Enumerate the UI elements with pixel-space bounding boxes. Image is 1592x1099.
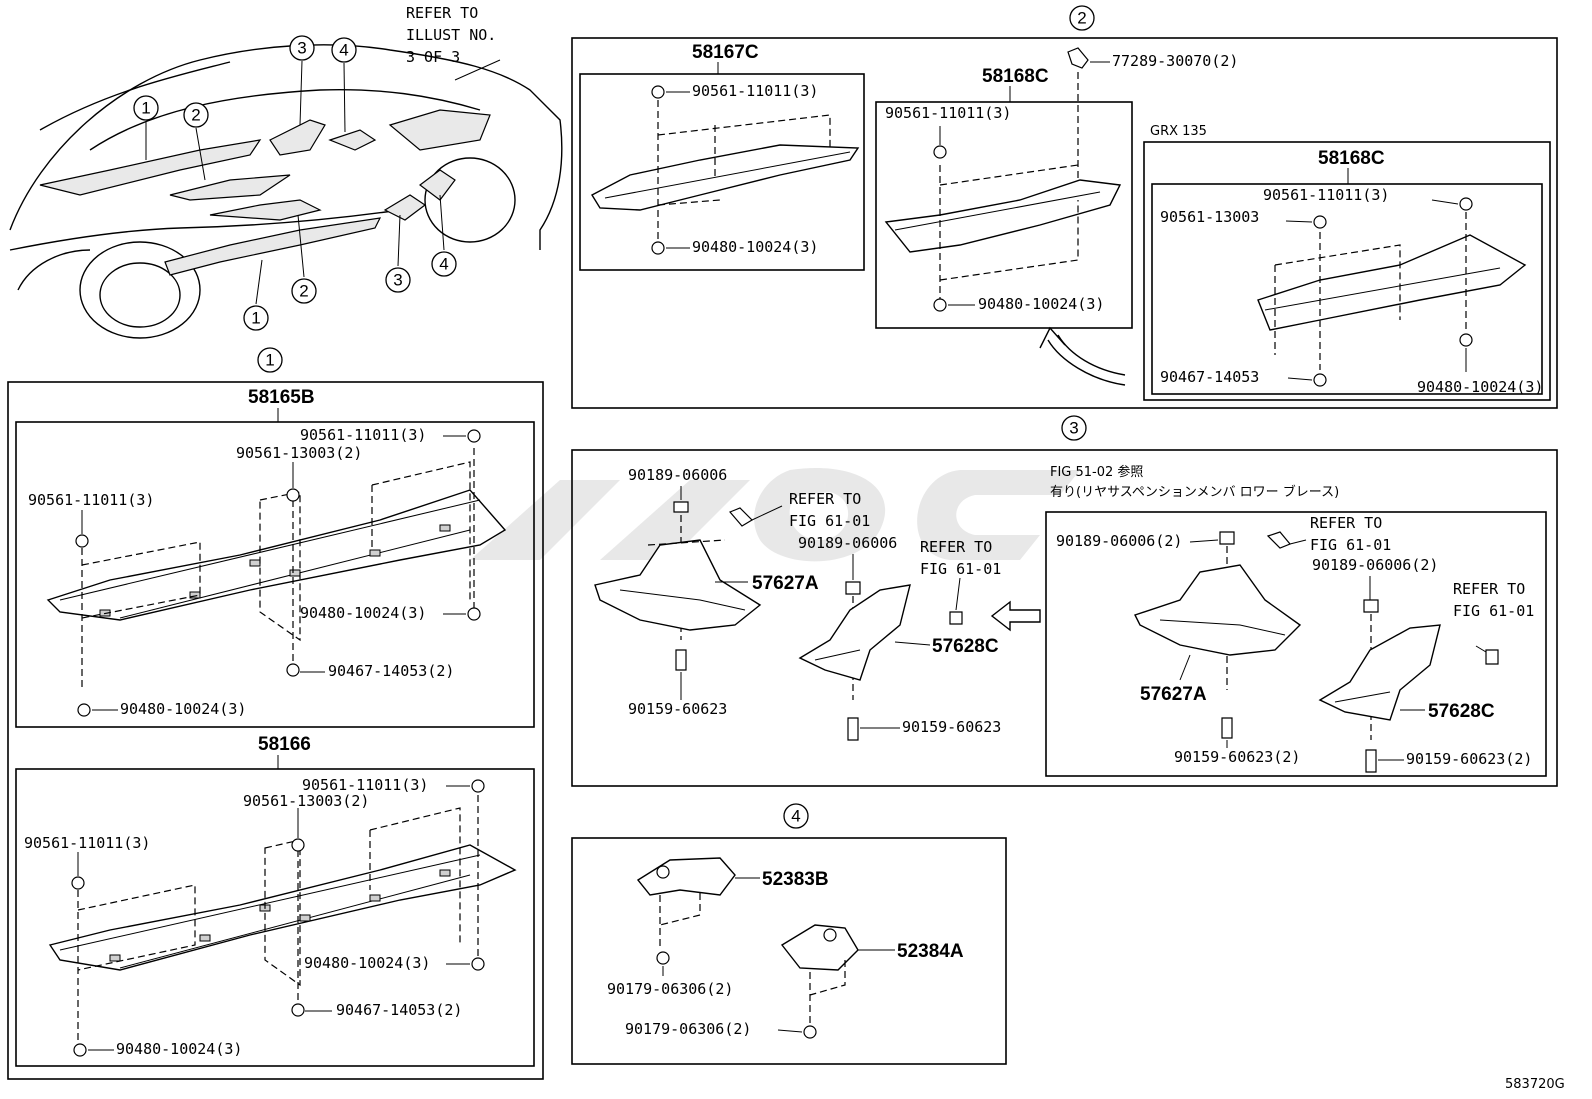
- overview-callouts: 1 2 3 4 1 2 3 4: [133, 35, 457, 331]
- callout-2-bottom: 2: [299, 282, 308, 301]
- g4-part-b: 52383B: [762, 869, 829, 890]
- group-3-circle: 3: [1069, 419, 1078, 438]
- g1c-fastener-5: 90467-14053(2): [336, 1001, 462, 1019]
- g3l-refer1-line2: FIG 61-01: [789, 512, 870, 530]
- group-3: 3 90189-06006 REFER TO FIG 61-01 57627A …: [571, 415, 1558, 787]
- g2-58168c-fastener-2: 90480-10024(3): [978, 295, 1104, 313]
- callout-3-bottom: 3: [393, 271, 402, 290]
- refer-note-line-2: ILLUST NO.: [406, 26, 496, 44]
- g3r-part-a: 57627A: [1140, 684, 1207, 705]
- g3r-refer1-line2: FIG 61-01: [1310, 536, 1391, 554]
- g1b-fastener-6: 90480-10024(3): [120, 700, 246, 718]
- part-58166-label: 58166: [258, 734, 311, 755]
- g4-fastener-a: 90179-06306(2): [625, 1020, 751, 1038]
- diagram-id: 583720G: [1505, 1077, 1565, 1092]
- g1c-fastener-2: 90561-13003(2): [243, 792, 369, 810]
- refer-note-line-1: REFER TO: [406, 4, 478, 22]
- callout-1-bottom: 1: [251, 309, 260, 328]
- g3r-bolt-mid: 90189-06006(2): [1312, 556, 1438, 574]
- fastener-boxes-58166: [77, 795, 479, 1040]
- g1b-fastener-5: 90467-14053(2): [328, 662, 454, 680]
- callout-3-top: 3: [297, 39, 306, 58]
- g3l-refer2-line2: FIG 61-01: [920, 560, 1001, 578]
- grx-fastener-4: 90480-10024(3): [1417, 378, 1543, 396]
- grx-title: GRX 135: [1150, 124, 1207, 139]
- grx-fastener-1: 90561-11011(3): [1263, 186, 1389, 204]
- callout-1-top: 1: [141, 99, 150, 118]
- grx-fastener-3: 90467-14053: [1160, 368, 1259, 386]
- group-4: 4 52383B 90179-06306(2) 52384A 90179-063…: [571, 803, 1007, 1065]
- g1b-fastener-2: 90561-13003(2): [236, 444, 362, 462]
- group-1-circle: 1: [265, 351, 274, 370]
- g3l-part-c: 57628C: [932, 636, 999, 657]
- car-overview: [9, 44, 563, 339]
- group-1: 1 58165B: [7, 347, 544, 1080]
- g3l-bolt-top: 90189-06006: [628, 466, 727, 484]
- g1c-fastener-3: 90561-11011(3): [24, 834, 150, 852]
- g2-58167c-fastener-2: 90480-10024(3): [692, 238, 818, 256]
- part-58167c-label: 58167C: [692, 42, 759, 63]
- g3l-bolt-mid: 90189-06006: [798, 534, 897, 552]
- g1c-fastener-4: 90480-10024(3): [304, 954, 430, 972]
- part-58168c-label: 58168C: [982, 66, 1049, 87]
- g3l-refer2-line1: REFER TO: [920, 538, 992, 556]
- g3l-bolt-bottom-a: 90159-60623: [628, 700, 727, 718]
- grx-fastener-2: 90561-13003: [1160, 208, 1259, 226]
- watermark-logo: [470, 468, 1080, 562]
- g3r-note-line2: 有り(リヤサスペンションメンバ ロワー ブレース): [1050, 484, 1339, 500]
- g3r-bolt-top: 90189-06006(2): [1056, 532, 1182, 550]
- g3r-refer2-line1: REFER TO: [1453, 580, 1525, 598]
- g2-58167c-fastener-1: 90561-11011(3): [692, 82, 818, 100]
- group-2-circle: 2: [1077, 9, 1086, 28]
- g2-58168c-fastener-1: 90561-11011(3): [885, 104, 1011, 122]
- g1c-fastener-1: 90561-11011(3): [302, 776, 428, 794]
- g4-fastener-b: 90179-06306(2): [607, 980, 733, 998]
- group-2: 2 58167C 90561-11011(3) 90480-10024(3) 7…: [571, 5, 1558, 409]
- g3r-bolt-bottom-c: 90159-60623(2): [1406, 750, 1532, 768]
- g1b-fastener-3: 90561-11011(3): [28, 491, 154, 509]
- callout-4-bottom: 4: [439, 255, 448, 274]
- g3r-refer1-line1: REFER TO: [1310, 514, 1382, 532]
- part-58165b-label: 58165B: [248, 387, 315, 408]
- g3r-refer2-line2: FIG 61-01: [1453, 602, 1534, 620]
- callout-2-top: 2: [191, 106, 200, 125]
- g3r-part-c: 57628C: [1428, 701, 1495, 722]
- group-4-circle: 4: [791, 807, 800, 826]
- g3l-bolt-bottom-c: 90159-60623: [902, 718, 1001, 736]
- g1c-fastener-6: 90480-10024(3): [116, 1040, 242, 1058]
- refer-note-line-3: 3 OF 3: [406, 48, 460, 66]
- g2-clip: 77289-30070(2): [1112, 52, 1238, 70]
- g3r-bolt-bottom-a: 90159-60623(2): [1174, 748, 1300, 766]
- g3l-refer1-line1: REFER TO: [789, 490, 861, 508]
- g3r-note-line1: FIG 51-02 参照: [1050, 464, 1143, 480]
- g1b-fastener-1: 90561-11011(3): [300, 426, 426, 444]
- g3l-part-a: 57627A: [752, 573, 819, 594]
- callout-4-top: 4: [339, 41, 348, 60]
- g4-part-a: 52384A: [897, 941, 964, 962]
- g1b-fastener-4: 90480-10024(3): [300, 604, 426, 622]
- grx-58168c-label: 58168C: [1318, 148, 1385, 169]
- overview-refer-note: REFER TO ILLUST NO. 3 OF 3: [406, 4, 496, 66]
